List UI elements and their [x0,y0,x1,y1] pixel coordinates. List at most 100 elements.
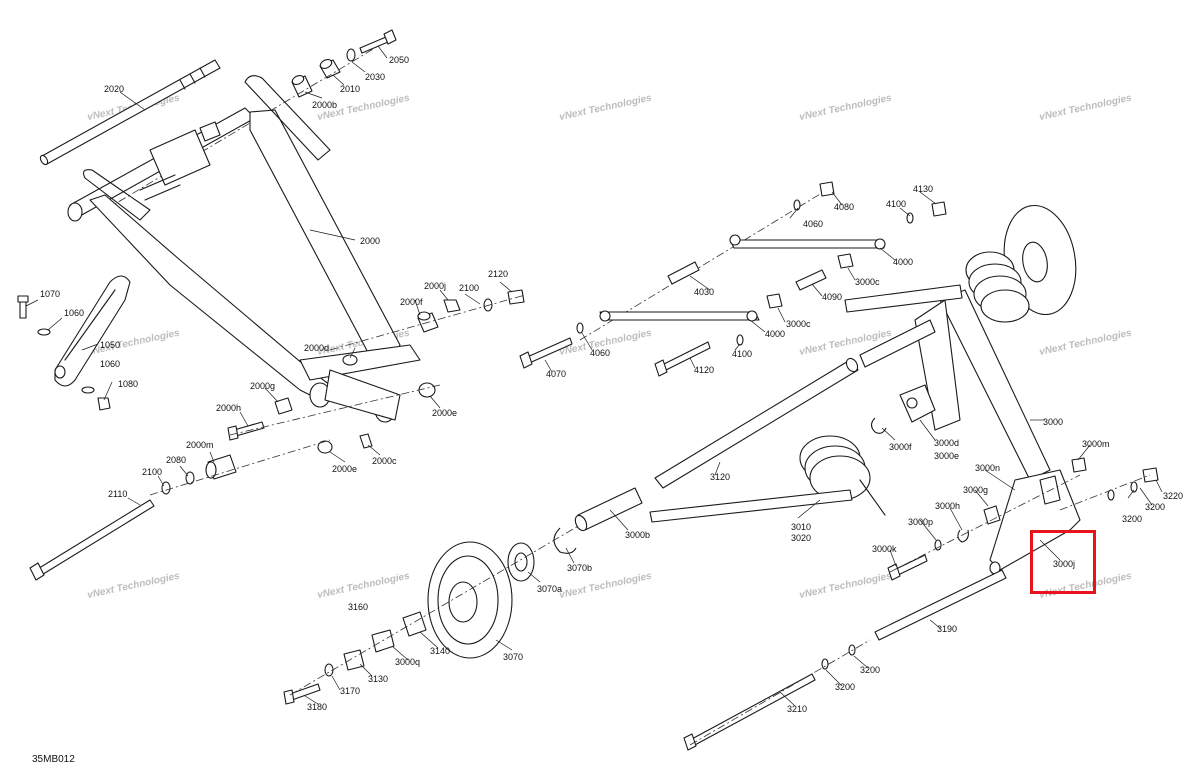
bearing-3070a [507,542,535,582]
bolt-4070 [519,337,573,369]
idler-wheel-3070 [427,541,513,659]
part-label-3000h: 3000h [935,501,960,511]
washer-4100-lower [736,334,744,346]
part-label-3210: 3210 [787,704,807,714]
rear-arm-3000 [844,284,1081,575]
bolt-2110 [29,499,155,581]
washer-3200-b [1107,489,1115,501]
part-label-3020: 3020 [791,533,811,543]
part-label-3070a: 3070a [537,584,562,594]
part-label-4120: 4120 [694,365,714,375]
bushing-3140 [402,611,427,637]
part-label-4100: 4100 [732,349,752,359]
part-label-2000f: 2000f [400,297,423,307]
shock-link-assembly [519,181,947,377]
part-label-3180: 3180 [307,702,327,712]
torsion-spring-3010 [649,435,886,523]
part-label-3200: 3200 [835,682,855,692]
washer-3200-a [1130,481,1138,493]
part-label-2110: 2110 [108,489,127,499]
part-label-4060: 4060 [803,219,823,229]
a-arm-2000 [67,75,421,423]
washer-4060-top [793,199,801,211]
link-4000-lower [599,310,760,322]
nut-3220 [1142,467,1159,483]
part-label-3120: 3120 [710,472,730,482]
circlip-3000h [957,529,969,543]
part-label-1080: 1080 [118,379,138,389]
part-label-3190: 3190 [937,624,957,634]
washer-1060-lower [81,386,95,394]
part-label-2100: 2100 [459,283,479,293]
tube-4030 [667,261,700,285]
washer-3000p [934,539,942,551]
part-label-2050: 2050 [389,55,409,65]
part-label-2020: 2020 [104,84,124,94]
axle-3190 [874,569,1007,641]
watermark-text: vNext Technologies [1038,328,1133,358]
tube-4090 [795,269,827,291]
washer-3170 [324,663,334,677]
part-label-2000g: 2000g [250,381,275,391]
tube-3000b [574,487,643,532]
circlip-3000f [870,417,887,434]
shaft-2020 [39,59,221,166]
bushing-3000c-upper [837,253,854,269]
part-label-2030: 2030 [365,72,385,82]
bushing-3130 [343,649,365,671]
bushing-3000c-lower [766,293,783,309]
part-label-3000c: 3000c [855,277,880,287]
washer-1060-upper [37,328,51,336]
bolt-4120 [654,341,711,377]
bolt-2050 [359,29,397,54]
diagram-code: 35MB012 [32,754,75,765]
part-label-3000: 3000 [1043,417,1063,427]
washer-2100-upper [483,298,493,312]
bushing-3000g [983,505,1001,525]
part-label-2000e: 2000e [332,464,357,474]
leader-lines [25,45,1163,707]
part-label-2000e: 2000e [432,408,457,418]
part-label-1050: 1050 [100,340,120,350]
part-label-3000q: 3000q [395,657,420,667]
watermark-text: vNext Technologies [798,571,893,601]
part-label-3000n: 3000n [975,463,1000,473]
part-label-4000: 4000 [893,257,913,267]
part-label-3200: 3200 [1145,502,1165,512]
link-4000-upper [729,234,886,250]
watermark-text: vNext Technologies [316,571,411,601]
part-label-3000b: 3000b [625,530,650,540]
watermark-text: vNext Technologies [558,571,653,601]
part-label-3200: 3200 [860,665,880,675]
watermark-text: vNext Technologies [798,93,893,123]
part-label-4090: 4090 [822,292,842,302]
part-label-3010: 3010 [791,522,811,532]
part-label-3000g: 3000g [963,485,988,495]
part-label-4080: 4080 [834,202,854,212]
washer-4060-lower [576,322,584,334]
part-label-4100: 4100 [886,199,906,209]
part-label-2080: 2080 [166,455,186,465]
washer-2080 [185,471,195,485]
part-label-2010: 2010 [340,84,360,94]
part-label-3140: 3140 [430,646,450,656]
part-label-3000p: 3000p [908,517,933,527]
front-arm-assembly [17,29,526,581]
watermark-text: vNext Technologies [86,571,181,601]
bushing-2000b [291,75,313,98]
bolt-1070 [17,295,29,319]
watermark-text: vNext Technologies [1038,93,1133,123]
part-label-2000m: 2000m [186,440,214,450]
part-label-3070: 3070 [503,652,523,662]
part-label-4060: 4060 [590,348,610,358]
part-label-3000k: 3000k [872,544,897,554]
part-label-4070: 4070 [546,369,566,379]
bracket-1050 [54,275,131,387]
part-label-2120: 2120 [488,269,508,279]
washer-2030 [346,48,356,62]
bushing-2000m [205,454,237,480]
shaft-3120 [654,357,859,489]
part-label-3160: 3160 [348,602,368,612]
